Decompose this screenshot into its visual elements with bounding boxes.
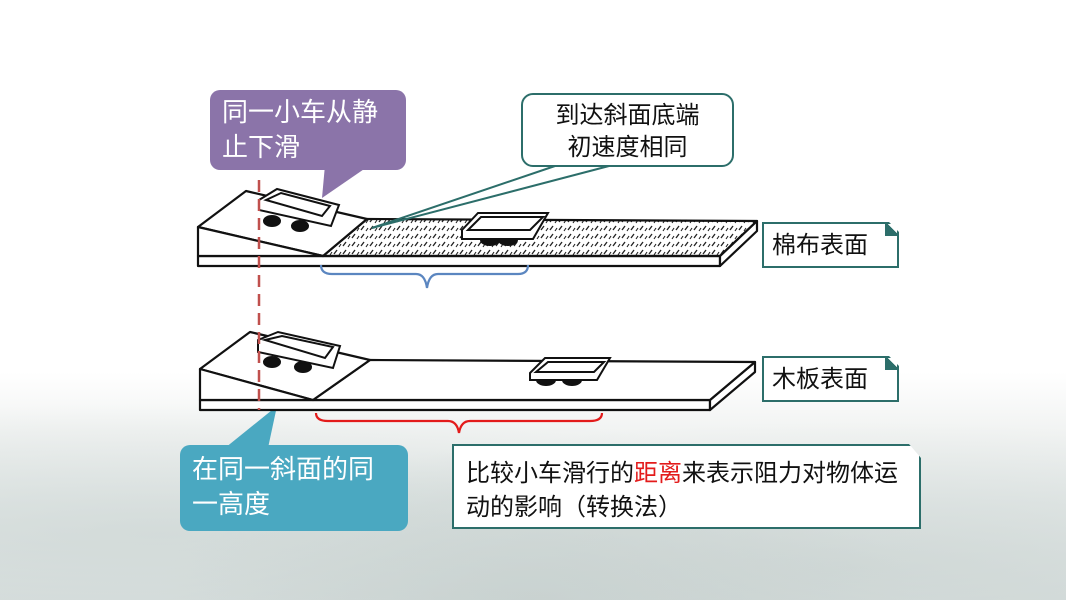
conclusion-highlight: 距离	[634, 459, 682, 487]
cart-top-start	[258, 187, 341, 232]
cart-top-stop	[461, 212, 550, 246]
conclusion-text-before: 比较小车滑行的	[466, 459, 634, 487]
cart-bottom-start	[257, 330, 342, 373]
same-height-text: 在同一斜面的同一高度	[192, 455, 375, 520]
wood-surface-label: 木板表面	[762, 356, 899, 402]
purple-callout-tail	[322, 165, 370, 198]
cotton-track	[196, 189, 759, 268]
conclusion-box: 比较小车滑行的距离来表示阻力对物体运动的影响（转换法）	[452, 444, 921, 529]
wood-distance-brace	[314, 412, 604, 434]
cotton-surface-text: 棉布表面	[772, 231, 868, 259]
cotton-surface-label: 棉布表面	[762, 222, 899, 268]
cotton-distance-brace	[319, 264, 530, 289]
teal-callout-tail	[225, 406, 277, 448]
same-cart-text: 同一小车从静止下滑	[222, 98, 379, 163]
same-speed-line1: 到达斜面底端	[555, 101, 700, 129]
same-height-callout: 在同一斜面的同一高度	[180, 445, 408, 531]
same-speed-line2: 初速度相同	[567, 133, 688, 161]
cart-bottom-stop	[529, 357, 612, 386]
pointer-line	[371, 165, 610, 229]
conclusion-text-after: 来表示阻力对物体运动的影响（转换法）	[466, 459, 898, 521]
wood-surface-text: 木板表面	[772, 365, 868, 393]
same-cart-callout: 同一小车从静止下滑	[210, 90, 406, 170]
pointer-line	[371, 165, 556, 229]
same-speed-callout: 到达斜面底端 初速度相同	[521, 93, 734, 167]
